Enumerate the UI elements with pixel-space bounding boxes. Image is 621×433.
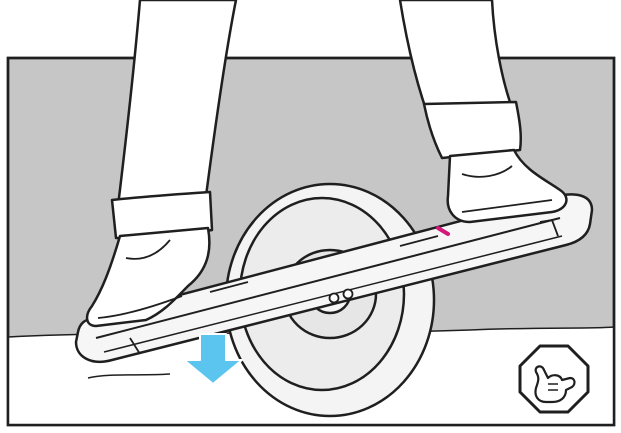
deck	[74, 193, 594, 363]
arrow-down-icon	[183, 333, 243, 385]
fender-front	[399, 235, 439, 247]
board	[74, 193, 594, 363]
right-shoe	[446, 148, 568, 224]
power-button	[328, 292, 340, 304]
left-shoe-detail	[125, 239, 171, 260]
nose-front	[539, 218, 559, 237]
ground-shadow	[87, 373, 171, 379]
left-leg	[85, 0, 238, 328]
right-shoe-sole	[461, 199, 553, 213]
nose-rear	[129, 337, 141, 355]
arrow-down-shape	[183, 333, 243, 385]
shaka-knuckles	[548, 383, 558, 391]
shaka-hand	[534, 365, 576, 404]
right-shoe-detail	[461, 165, 513, 178]
fender-rear	[209, 281, 249, 293]
frame-outline	[6, 56, 616, 427]
shaka-hand-icon	[518, 344, 590, 414]
battery-indicator	[436, 226, 450, 236]
right-pant-cuff	[422, 100, 523, 160]
right-leg	[398, 0, 568, 224]
charge-port	[342, 288, 354, 300]
left-shoe-sole	[97, 295, 183, 319]
deck-rail	[95, 217, 561, 339]
left-shoe	[85, 226, 211, 328]
